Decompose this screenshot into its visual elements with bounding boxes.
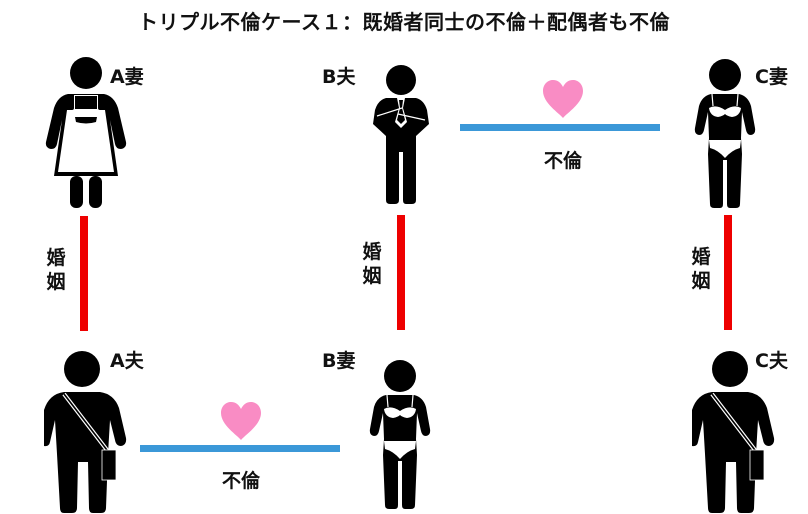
label-c-husband: C夫 (755, 350, 788, 372)
man-suit-icon (373, 65, 429, 204)
figure-b-wife (369, 358, 431, 510)
heart-icon (543, 80, 583, 118)
marriage-label-c: 婚姻 (691, 246, 711, 292)
marriage-line-b (397, 215, 405, 330)
heart-icon-top (541, 79, 585, 119)
woman-underwear-icon (369, 360, 431, 509)
figure-a-wife (44, 56, 128, 208)
affair-label-bottom: 不倫 (221, 470, 260, 492)
label-b-wife: B妻 (322, 350, 356, 372)
woman-underwear-icon (694, 59, 756, 208)
label-b-husband: B夫 (322, 66, 356, 88)
marriage-line-c (724, 215, 732, 330)
label-a-wife: A妻 (110, 66, 144, 88)
figure-c-wife (694, 58, 756, 208)
marriage-line-a (80, 216, 88, 331)
affair-label-top: 不倫 (543, 150, 582, 172)
label-a-husband: A夫 (110, 350, 144, 372)
woman-apron-icon (45, 57, 127, 208)
marriage-label-a: 婚姻 (46, 247, 66, 293)
figure-a-husband (44, 350, 128, 514)
heart-icon (221, 402, 261, 440)
marriage-label-b: 婚姻 (362, 241, 382, 287)
affair-line-a-husband-b-wife (140, 445, 340, 452)
heart-icon-bottom (219, 401, 263, 441)
man-shoulder-bag-icon (44, 351, 127, 513)
diagram-title: トリプル不倫ケース１：既婚者同士の不倫＋配偶者も不倫 (138, 10, 670, 34)
man-shoulder-bag-icon (692, 351, 775, 513)
affair-line-b-husband-c-wife (460, 124, 660, 131)
figure-b-husband (372, 64, 430, 204)
figure-c-husband (692, 350, 776, 514)
label-c-wife: C妻 (755, 66, 788, 88)
